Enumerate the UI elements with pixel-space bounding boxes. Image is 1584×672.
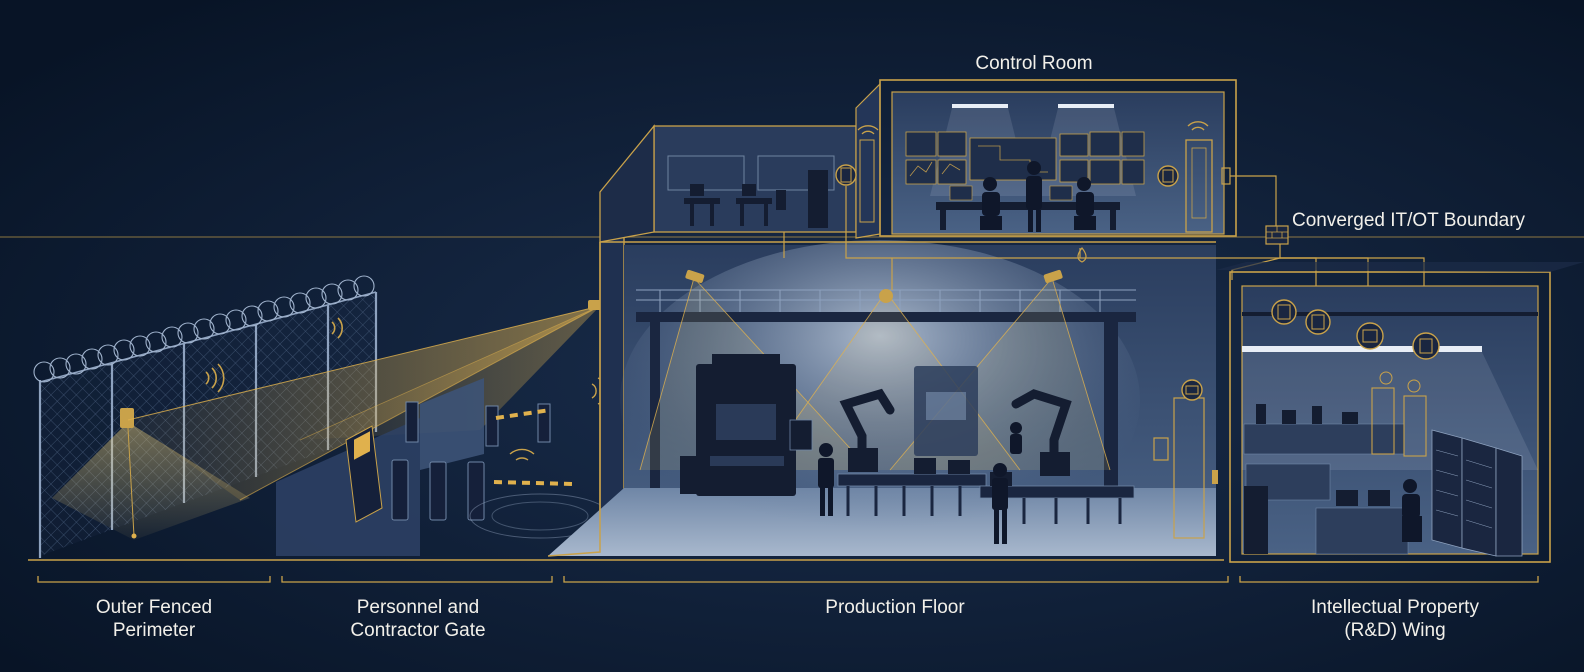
control-room: [880, 80, 1236, 236]
ip-wing-label: Intellectual Property (R&D) Wing: [1265, 596, 1525, 642]
personnel-gate-label: Personnel and Contractor Gate: [318, 596, 518, 642]
production-floor-label: Production Floor: [775, 596, 1015, 619]
access-control-panel-icon: [1182, 380, 1202, 400]
press-machine: [914, 366, 978, 456]
it-ot-boundary-label: Converged IT/OT Boundary: [1292, 209, 1542, 232]
control-room-label: Control Room: [934, 52, 1134, 75]
rd-wing: [1216, 262, 1584, 562]
access-control-panel-icon: [836, 165, 856, 185]
access-control-panel-icon: [1158, 166, 1178, 186]
production-floor: [548, 230, 1224, 560]
outer-perimeter-label: Outer Fenced Perimeter: [54, 596, 254, 642]
firewall-icon: [1266, 226, 1288, 244]
press-machine: [680, 354, 796, 496]
